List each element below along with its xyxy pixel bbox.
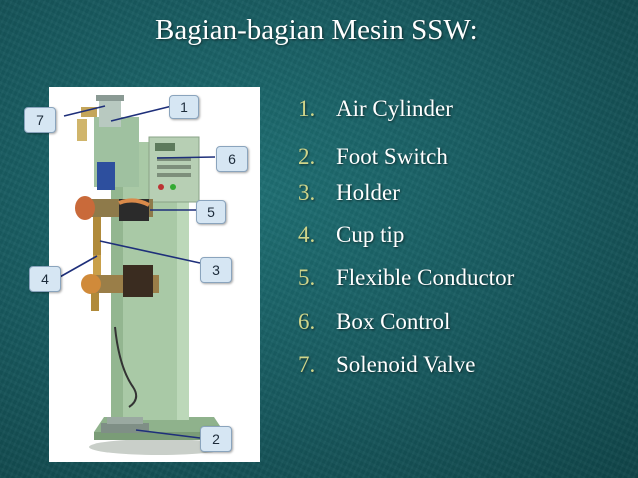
list-item: 1. Air Cylinder: [298, 96, 453, 122]
list-label: Air Cylinder: [336, 96, 453, 121]
list-label: Holder: [336, 180, 400, 205]
list-label: Cup tip: [336, 222, 405, 247]
callout-4: 4: [29, 266, 61, 292]
callout-3: 3: [200, 257, 232, 283]
list-label: Foot Switch: [336, 144, 448, 169]
callout-7: 7: [24, 107, 56, 133]
slide-title: Bagian-bagian Mesin SSW:: [155, 14, 478, 46]
list-label: Solenoid Valve: [336, 352, 476, 377]
list-number: 1.: [298, 96, 316, 121]
list-number: 7.: [298, 352, 316, 377]
list-number: 3.: [298, 180, 316, 205]
list-item: 6. Box Control: [298, 309, 450, 335]
list-number: 5.: [298, 265, 316, 290]
spot-welder-illustration: [75, 95, 229, 455]
callout-1: 1: [169, 95, 199, 119]
list-item: 3. Holder: [298, 180, 400, 206]
list-label: Box Control: [336, 309, 451, 334]
callout-5: 5: [196, 200, 226, 224]
list-item: 4. Cup tip: [298, 222, 404, 248]
list-number: 4.: [298, 222, 316, 247]
list-number: 2.: [298, 144, 316, 169]
callout-6: 6: [216, 146, 248, 172]
list-item: 2. Foot Switch: [298, 144, 448, 170]
list-number: 6.: [298, 309, 316, 334]
list-label: Flexible Conductor: [336, 265, 515, 290]
list-item: 7. Solenoid Valve: [298, 352, 475, 378]
callout-2: 2: [200, 426, 232, 452]
list-item: 5. Flexible Conductor: [298, 265, 514, 291]
